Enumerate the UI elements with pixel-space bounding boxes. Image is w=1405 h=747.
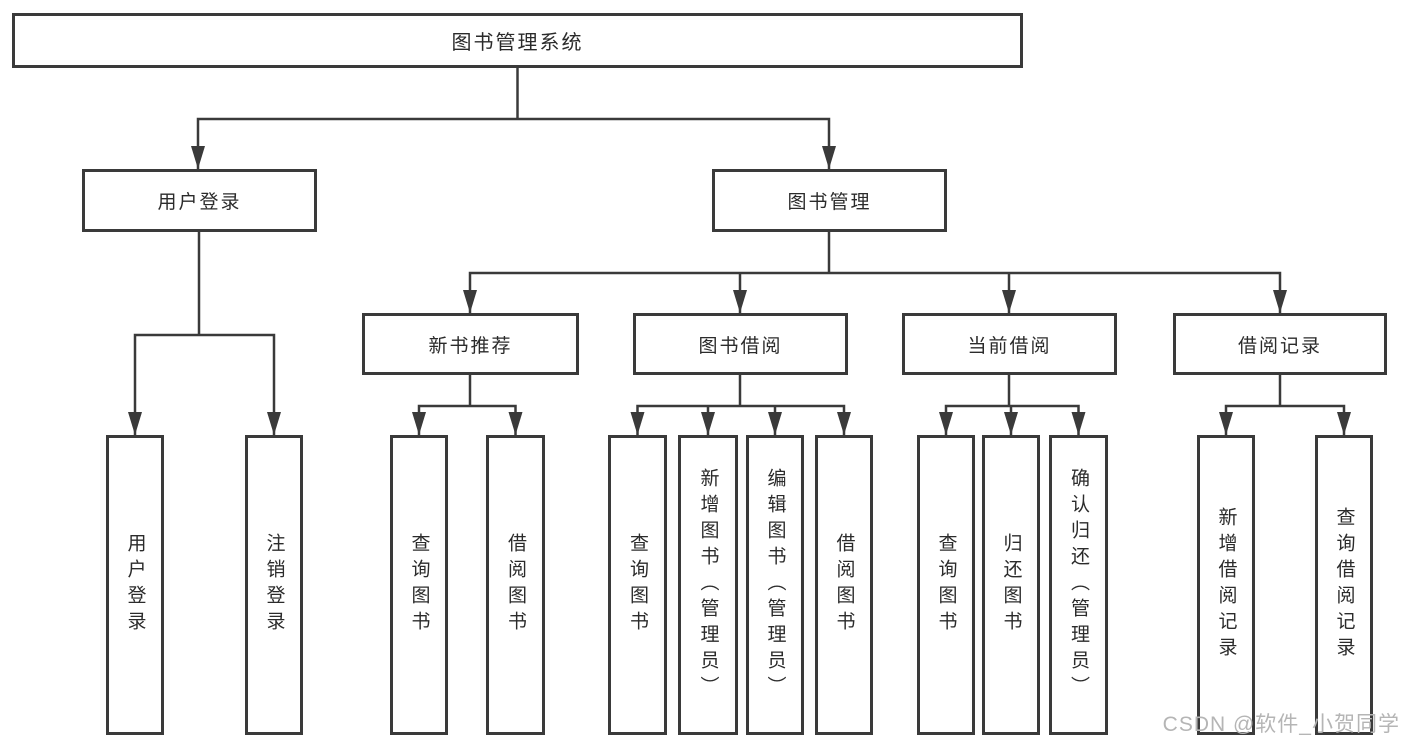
arrowhead bbox=[1219, 412, 1233, 435]
connector-level2-rail bbox=[196, 117, 831, 169]
arrowhead bbox=[128, 412, 142, 435]
leaf-return-book: 归还图书 bbox=[982, 435, 1040, 735]
connector-borrow-rail bbox=[636, 404, 846, 435]
leaf-label: 新增图书（管理员） bbox=[697, 468, 719, 702]
arrowhead bbox=[1337, 412, 1351, 435]
leaf-label: 新增借阅记录 bbox=[1215, 507, 1237, 663]
leaf-label: 借阅图书 bbox=[505, 533, 526, 637]
leaf-label: 查询借阅记录 bbox=[1333, 507, 1355, 663]
arrowhead bbox=[267, 412, 281, 435]
connector-level3-rail bbox=[468, 271, 1282, 313]
arrowhead bbox=[701, 412, 715, 435]
leaf-query-book-1: 查询图书 bbox=[390, 435, 448, 735]
connector-user-login-rail bbox=[133, 333, 276, 435]
arrowhead bbox=[1002, 290, 1016, 313]
leaf-confirm-return-admin: 确认归还（管理员） bbox=[1049, 435, 1108, 735]
leaf-label: 查询图书 bbox=[408, 533, 430, 637]
arrowheads bbox=[128, 146, 1351, 435]
leaf-add-borrow-record: 新增借阅记录 bbox=[1197, 435, 1255, 735]
arrowhead bbox=[768, 412, 782, 435]
arrowhead bbox=[822, 146, 836, 169]
leaf-label: 编辑图书（管理员） bbox=[764, 468, 786, 702]
connector-records-rail bbox=[1224, 404, 1346, 435]
leaf-label: 用户登录 bbox=[124, 533, 146, 637]
connector-newbook-rail bbox=[417, 404, 517, 435]
leaf-label: 注销登录 bbox=[263, 533, 285, 637]
arrowhead bbox=[412, 412, 426, 435]
arrowhead bbox=[733, 290, 747, 313]
watermark: CSDN @软件_小贺同学 bbox=[1162, 713, 1400, 736]
arrowhead bbox=[508, 412, 523, 435]
node-book-borrow: 图书借阅 bbox=[633, 313, 848, 375]
leaf-user-login: 用户登录 bbox=[106, 435, 164, 735]
leaf-add-book-admin: 新增图书（管理员） bbox=[678, 435, 738, 735]
leaf-query-book-3: 查询图书 bbox=[917, 435, 975, 735]
leaf-edit-book-admin: 编辑图书（管理员） bbox=[746, 435, 804, 735]
arrowhead bbox=[1004, 412, 1018, 435]
leaf-label: 查询图书 bbox=[935, 533, 957, 637]
leaf-label: 确认归还（管理员） bbox=[1068, 468, 1089, 702]
node-root: 图书管理系统 bbox=[12, 13, 1023, 68]
node-book-management: 图书管理 bbox=[712, 169, 947, 232]
node-current-borrow: 当前借阅 bbox=[902, 313, 1117, 375]
arrowhead bbox=[1071, 412, 1086, 435]
arrowhead bbox=[191, 146, 205, 169]
leaf-borrow-book-2: 借阅图书 bbox=[815, 435, 873, 735]
arrowhead bbox=[630, 412, 645, 435]
leaf-label: 归还图书 bbox=[1000, 533, 1022, 637]
node-new-book-recommend: 新书推荐 bbox=[362, 313, 579, 375]
arrowhead bbox=[463, 290, 477, 313]
node-user-login: 用户登录 bbox=[82, 169, 317, 232]
arrowhead bbox=[837, 412, 851, 435]
leaf-query-borrow-record: 查询借阅记录 bbox=[1315, 435, 1373, 735]
node-borrow-records: 借阅记录 bbox=[1173, 313, 1387, 375]
leaf-query-book-2: 查询图书 bbox=[608, 435, 667, 735]
leaf-logout: 注销登录 bbox=[245, 435, 303, 735]
leaf-label: 查询图书 bbox=[627, 533, 648, 637]
arrowhead bbox=[939, 412, 953, 435]
leaf-borrow-book-1: 借阅图书 bbox=[486, 435, 545, 735]
leaf-label: 借阅图书 bbox=[833, 533, 855, 637]
arrowhead bbox=[1273, 290, 1287, 313]
